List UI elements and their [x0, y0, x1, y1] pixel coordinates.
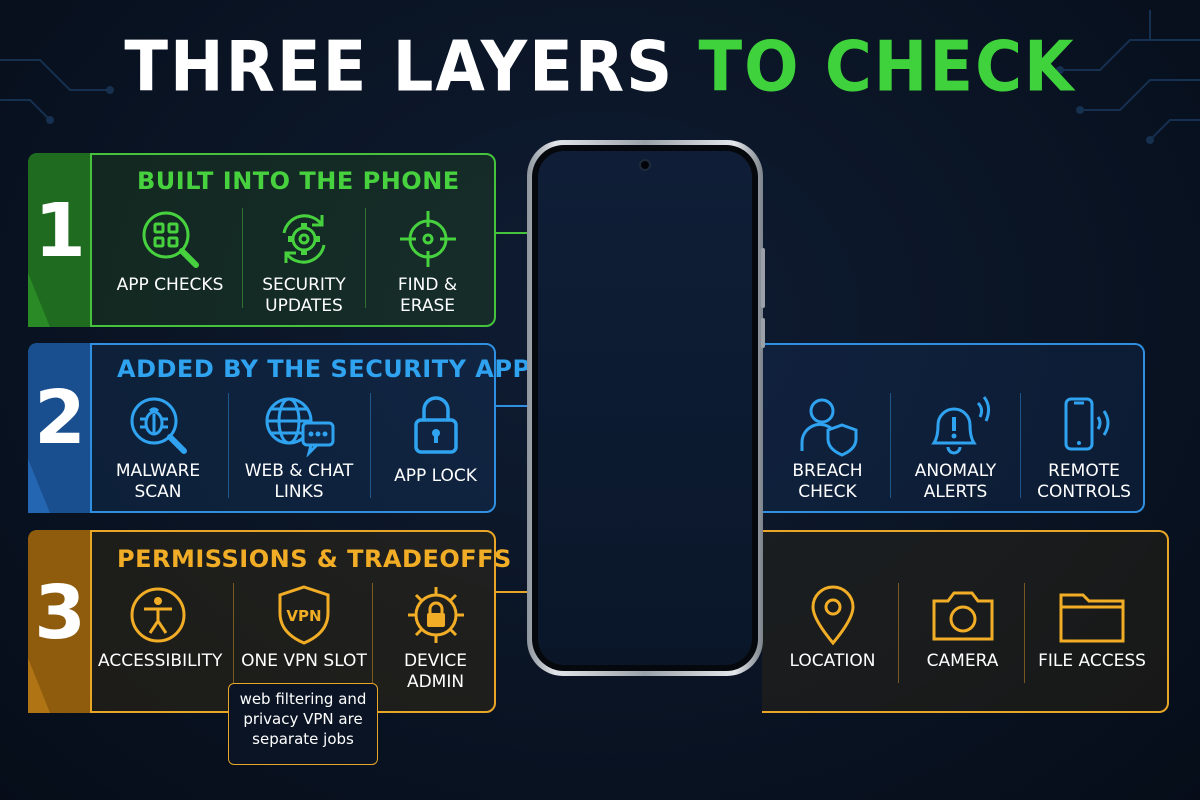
app-lock-label: APP LOCK — [394, 466, 477, 486]
vpn-icon-text: VPN — [286, 607, 321, 625]
malware-scan-label: MALWARE SCAN — [115, 461, 201, 502]
malware-scan-item: MALWARE SCAN — [98, 393, 218, 503]
app-grid-magnifier-icon — [142, 211, 199, 268]
device-admin-label: DEVICE ADMIN — [403, 651, 468, 692]
location-label: LOCATION — [789, 651, 876, 671]
gear-refresh-icon — [282, 214, 326, 264]
divider — [228, 393, 229, 498]
camera-item: CAMERA — [905, 583, 1020, 672]
volume-button — [761, 248, 765, 308]
gear-lock-icon — [407, 587, 464, 643]
vpn-shield-icon: VPN — [278, 585, 330, 645]
security-updates-label: SECURITY UPDATES — [262, 275, 346, 316]
security-updates-item: SECURITY UPDATES — [248, 207, 360, 317]
padlock-icon — [413, 396, 458, 454]
power-button — [761, 318, 765, 348]
divider — [365, 208, 366, 308]
layer-1-panel — [28, 153, 496, 327]
layer-3-badge: 3 — [28, 530, 92, 713]
anomaly-alerts-label: ANOMALY ALERTS — [914, 461, 997, 502]
app-lock-item: APP LOCK — [378, 390, 493, 487]
divider — [233, 583, 234, 683]
divider — [370, 393, 371, 498]
layer-2-number: 2 — [34, 375, 86, 461]
layer-1-badge: 1 — [28, 153, 92, 327]
accessibility-icon — [130, 587, 186, 643]
title-part-green: TO CHECK — [698, 28, 1076, 108]
file-access-item: FILE ACCESS — [1032, 583, 1152, 672]
divider — [890, 393, 891, 498]
remote-controls-item: REMOTE CONTROLS — [1028, 393, 1140, 503]
file-access-label: FILE ACCESS — [1038, 651, 1146, 671]
location-item: LOCATION — [775, 583, 890, 672]
vpn-note-callout: web filtering and privacy VPN are separa… — [228, 683, 378, 765]
vpn-slot-item: VPN ONE VPN SLOT — [240, 583, 368, 672]
find-erase-item: FIND & ERASE — [370, 207, 485, 317]
web-chat-links-item: WEB & CHAT LINKS — [238, 393, 360, 503]
vpn-note-text: web filtering and privacy VPN are separa… — [239, 690, 367, 748]
device-admin-item: DEVICE ADMIN — [378, 583, 493, 693]
title-part-white: THREE LAYERS — [124, 28, 675, 108]
web-chat-links-label: WEB & CHAT LINKS — [244, 461, 354, 502]
globe-chat-icon — [265, 397, 335, 457]
layer-2-badge: 2 — [28, 343, 92, 513]
divider — [372, 583, 373, 683]
accessibility-label: ACCESSIBILITY — [98, 651, 223, 671]
camera-label: CAMERA — [926, 651, 999, 671]
phone-screen — [538, 151, 752, 665]
app-checks-label: APP CHECKS — [116, 275, 224, 295]
bell-alert-icon — [930, 396, 990, 455]
layer-3-extension-panel — [762, 530, 1169, 713]
layer-2-heading: ADDED BY THE SECURITY APP — [117, 355, 531, 383]
vpn-slot-label: ONE VPN SLOT — [241, 651, 367, 671]
phone-signal-icon — [1064, 397, 1110, 451]
page-title: THREE LAYERS TO CHECK — [0, 25, 1200, 111]
breach-check-item: BREACH CHECK — [770, 393, 885, 503]
layer-3-number: 3 — [34, 570, 86, 656]
smartphone — [527, 140, 763, 676]
breach-check-label: BREACH CHECK — [792, 461, 863, 502]
find-erase-label: FIND & ERASE — [397, 275, 458, 316]
user-shield-icon — [799, 398, 857, 457]
divider — [1020, 393, 1021, 498]
layer-1-number: 1 — [34, 188, 86, 274]
anomaly-alerts-item: ANOMALY ALERTS — [898, 393, 1013, 503]
location-pin-icon — [810, 585, 855, 646]
divider — [898, 583, 899, 683]
divider — [242, 208, 243, 308]
layer-1-heading: BUILT INTO THE PHONE — [137, 167, 460, 195]
crosshair-icon — [399, 211, 456, 267]
divider — [1024, 583, 1025, 683]
layer-3-heading: PERMISSIONS & TRADEOFFS — [117, 545, 512, 573]
remote-controls-label: REMOTE CONTROLS — [1037, 461, 1131, 502]
camera-icon — [932, 591, 993, 641]
front-camera-icon — [639, 159, 651, 171]
bug-magnifier-icon — [130, 397, 187, 454]
accessibility-item: ACCESSIBILITY — [98, 583, 223, 672]
app-checks-item: APP CHECKS — [110, 207, 230, 296]
folder-icon — [1059, 593, 1125, 643]
